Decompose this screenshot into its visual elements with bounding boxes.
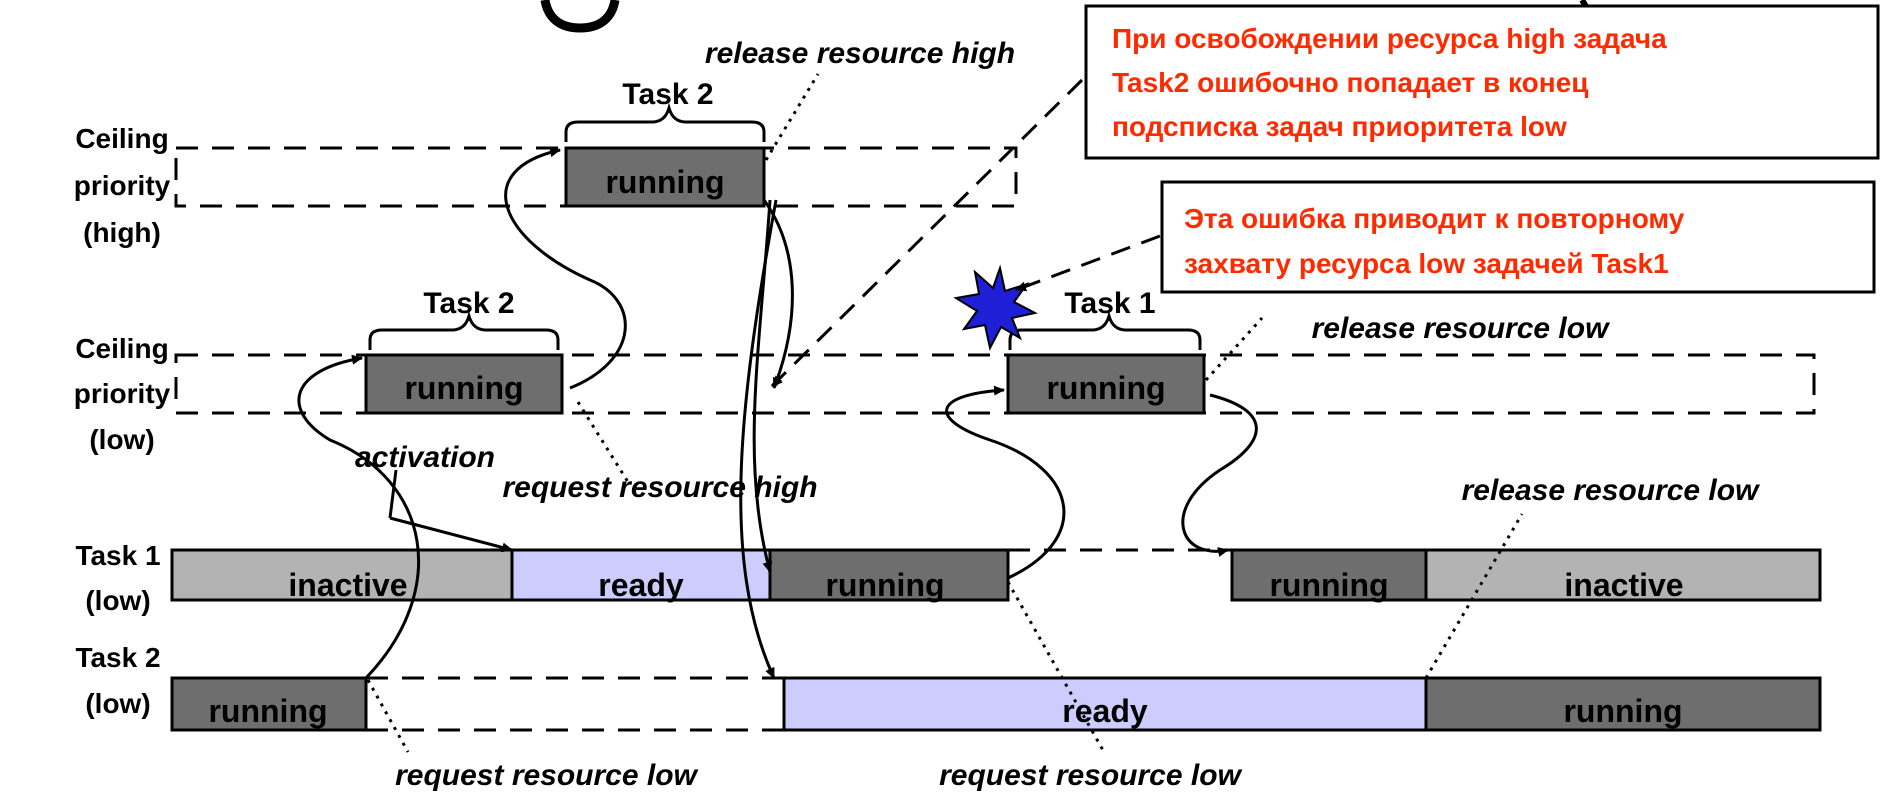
segment-label: running bbox=[1046, 370, 1165, 406]
transition-arrow bbox=[762, 199, 794, 389]
annotation-request-low: request resource low bbox=[395, 759, 698, 792]
svg-text:захвату ресурса low задачей Ta: захвату ресурса low задачей Task1 bbox=[1184, 248, 1669, 279]
segment-label: running bbox=[1269, 567, 1388, 603]
segment-ready bbox=[782, 676, 1428, 732]
segment-label: running bbox=[605, 164, 724, 200]
svg-text:Task 1: Task 1 bbox=[1064, 287, 1155, 320]
segment-running bbox=[1230, 548, 1428, 602]
svg-text:(low): (low) bbox=[85, 688, 150, 719]
leader-line bbox=[764, 73, 820, 161]
note-box-error-cause: При освобождении ресурса high задача Tas… bbox=[1084, 4, 1880, 160]
svg-text:(high): (high) bbox=[83, 217, 161, 248]
transition-arrow bbox=[945, 385, 1066, 580]
svg-text:подсписка задач приоритета low: подсписка задач приоритета low bbox=[1112, 111, 1567, 142]
segment-label: running bbox=[208, 693, 327, 729]
error-star-icon bbox=[953, 264, 1038, 351]
row-label-task1: Task 1 (low) bbox=[75, 540, 160, 616]
transition-arrow bbox=[1181, 393, 1258, 557]
transition-arrow bbox=[504, 147, 627, 390]
brace-task1-low: Task 1 bbox=[1008, 287, 1202, 350]
segment-label: running bbox=[825, 567, 944, 603]
svg-text:(low): (low) bbox=[85, 585, 150, 616]
segment-running bbox=[364, 353, 564, 415]
svg-text:Task 2: Task 2 bbox=[423, 287, 514, 320]
svg-text:Task 2: Task 2 bbox=[75, 642, 160, 673]
svg-text:priority: priority bbox=[74, 378, 171, 409]
note-box-error-effect: Эта ошибка приводит к повторному захвату… bbox=[1160, 180, 1876, 294]
activation-arrow bbox=[388, 469, 398, 519]
segment-running bbox=[170, 676, 368, 732]
segment-running bbox=[1006, 353, 1206, 415]
svg-text:Ceiling: Ceiling bbox=[75, 333, 168, 364]
transition-arrow bbox=[297, 354, 421, 680]
brace-task2-high: Task 2 bbox=[564, 78, 766, 142]
leader-line bbox=[1204, 316, 1264, 382]
svg-text:priority: priority bbox=[74, 170, 171, 201]
svg-text:При освобождении ресурса high: При освобождении ресурса high задача bbox=[1112, 23, 1667, 54]
segment-ready bbox=[510, 548, 772, 602]
lane-ceiling-low bbox=[174, 353, 1816, 415]
annotation-release-high: release resource high bbox=[705, 37, 1015, 70]
row-label-ceiling-low: Ceiling priority (low) bbox=[74, 333, 171, 455]
segment-label: ready bbox=[1062, 693, 1148, 729]
segment-label: running bbox=[1563, 693, 1682, 729]
brace-task2-low: Task 2 bbox=[368, 287, 560, 350]
svg-text:Task 1: Task 1 bbox=[75, 540, 160, 571]
callout-pointer bbox=[1015, 234, 1161, 292]
annotation-request-low: request resource low bbox=[939, 759, 1242, 792]
segment-running bbox=[564, 146, 766, 208]
callout-pointer bbox=[770, 78, 1084, 388]
svg-text:Ceiling: Ceiling bbox=[75, 123, 168, 154]
svg-text:Task2 ошибочно попадает в коне: Task2 ошибочно попадает в конец bbox=[1112, 67, 1588, 98]
segment-running bbox=[768, 548, 1010, 602]
segment-label: inactive bbox=[288, 567, 407, 603]
annotation-release-low: release resource low bbox=[1312, 312, 1611, 345]
segment-running bbox=[1424, 676, 1822, 732]
segment-label: running bbox=[404, 370, 523, 406]
activation-arrow bbox=[389, 516, 513, 553]
svg-text:(low): (low) bbox=[89, 424, 154, 455]
row-label-task2: Task 2 (low) bbox=[75, 642, 160, 719]
annotation-request-high: request resource high bbox=[502, 471, 817, 504]
segment-inactive bbox=[170, 548, 514, 602]
svg-text:Эта ошибка приводит к повторно: Эта ошибка приводит к повторному bbox=[1184, 203, 1685, 234]
svg-text:Task 2: Task 2 bbox=[622, 78, 713, 111]
leader-line bbox=[576, 401, 630, 483]
annotation-activation: activation bbox=[355, 441, 495, 474]
transition-arrow bbox=[739, 199, 778, 679]
segment-label: inactive bbox=[1564, 567, 1683, 603]
leader-line bbox=[1006, 581, 1106, 753]
segment-inactive bbox=[1424, 548, 1822, 602]
leader-line bbox=[366, 679, 410, 753]
segment-label: ready bbox=[598, 567, 684, 603]
annotation-release-low: release resource low bbox=[1462, 474, 1761, 507]
row-label-ceiling-high: Ceiling priority (high) bbox=[74, 123, 171, 248]
